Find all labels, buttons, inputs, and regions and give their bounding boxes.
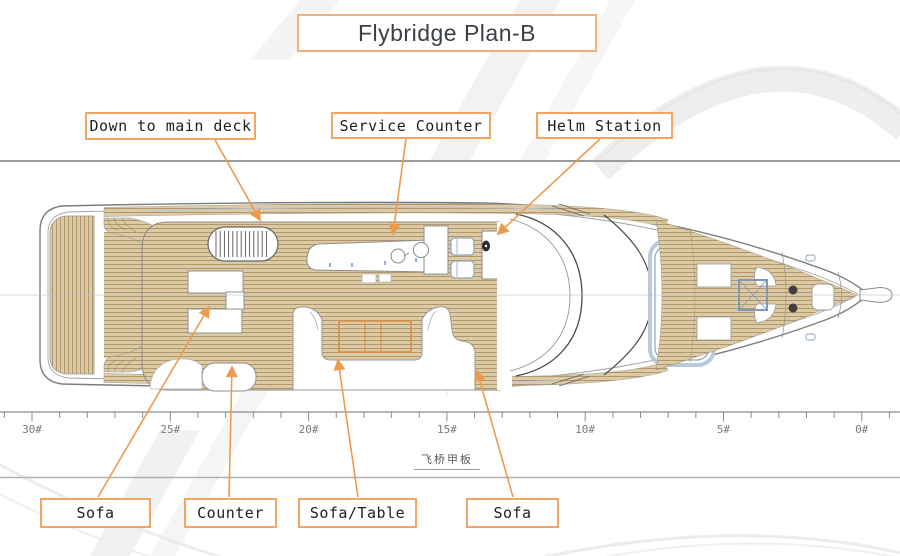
plan-title: Flybridge Plan-B — [297, 14, 597, 52]
callout-label: Sofa — [493, 504, 532, 522]
callout-label: Sofa — [76, 504, 115, 522]
callout-down-to-main-deck: Down to main deck — [85, 112, 256, 140]
callout-label: Helm Station — [547, 116, 662, 135]
ruler-label: 20# — [299, 423, 319, 436]
ruler-label: 25# — [160, 423, 180, 436]
callout-counter: Counter — [184, 498, 277, 528]
ruler: 30# 25# 20# 15# 10# 5# 0# — [0, 411, 900, 436]
table — [338, 320, 412, 353]
deck-caption: 飞桥甲板 — [414, 451, 480, 470]
callout-service-counter: Service Counter — [331, 112, 491, 139]
ruler-label: 30# — [22, 423, 42, 436]
service-counter-drawing — [306, 225, 449, 284]
callout-label: Sofa/Table — [309, 504, 406, 522]
leader-lines — [97, 138, 601, 498]
callout-sofa-aft: Sofa — [40, 498, 151, 528]
ruler-label: 10# — [575, 423, 595, 436]
aft-walkway — [149, 358, 203, 390]
ruler-label: 0# — [855, 423, 869, 436]
callout-sofa-mid: Sofa — [466, 498, 559, 528]
callout-label: Service Counter — [339, 116, 483, 135]
callout-helm-station: Helm Station — [536, 112, 673, 139]
stairs-down-to-main-deck — [207, 226, 279, 262]
counter-drawing — [201, 362, 257, 392]
helm-station-drawing — [450, 222, 512, 390]
callout-label: Counter — [197, 504, 264, 522]
anchor-hatch — [811, 283, 835, 311]
callout-label: Down to main deck — [89, 117, 252, 135]
plan-title-text: Flybridge Plan-B — [357, 19, 537, 46]
ruler-label: 5# — [717, 423, 731, 436]
ruler-label: 15# — [437, 423, 457, 436]
callout-sofa-table: Sofa/Table — [298, 498, 417, 528]
